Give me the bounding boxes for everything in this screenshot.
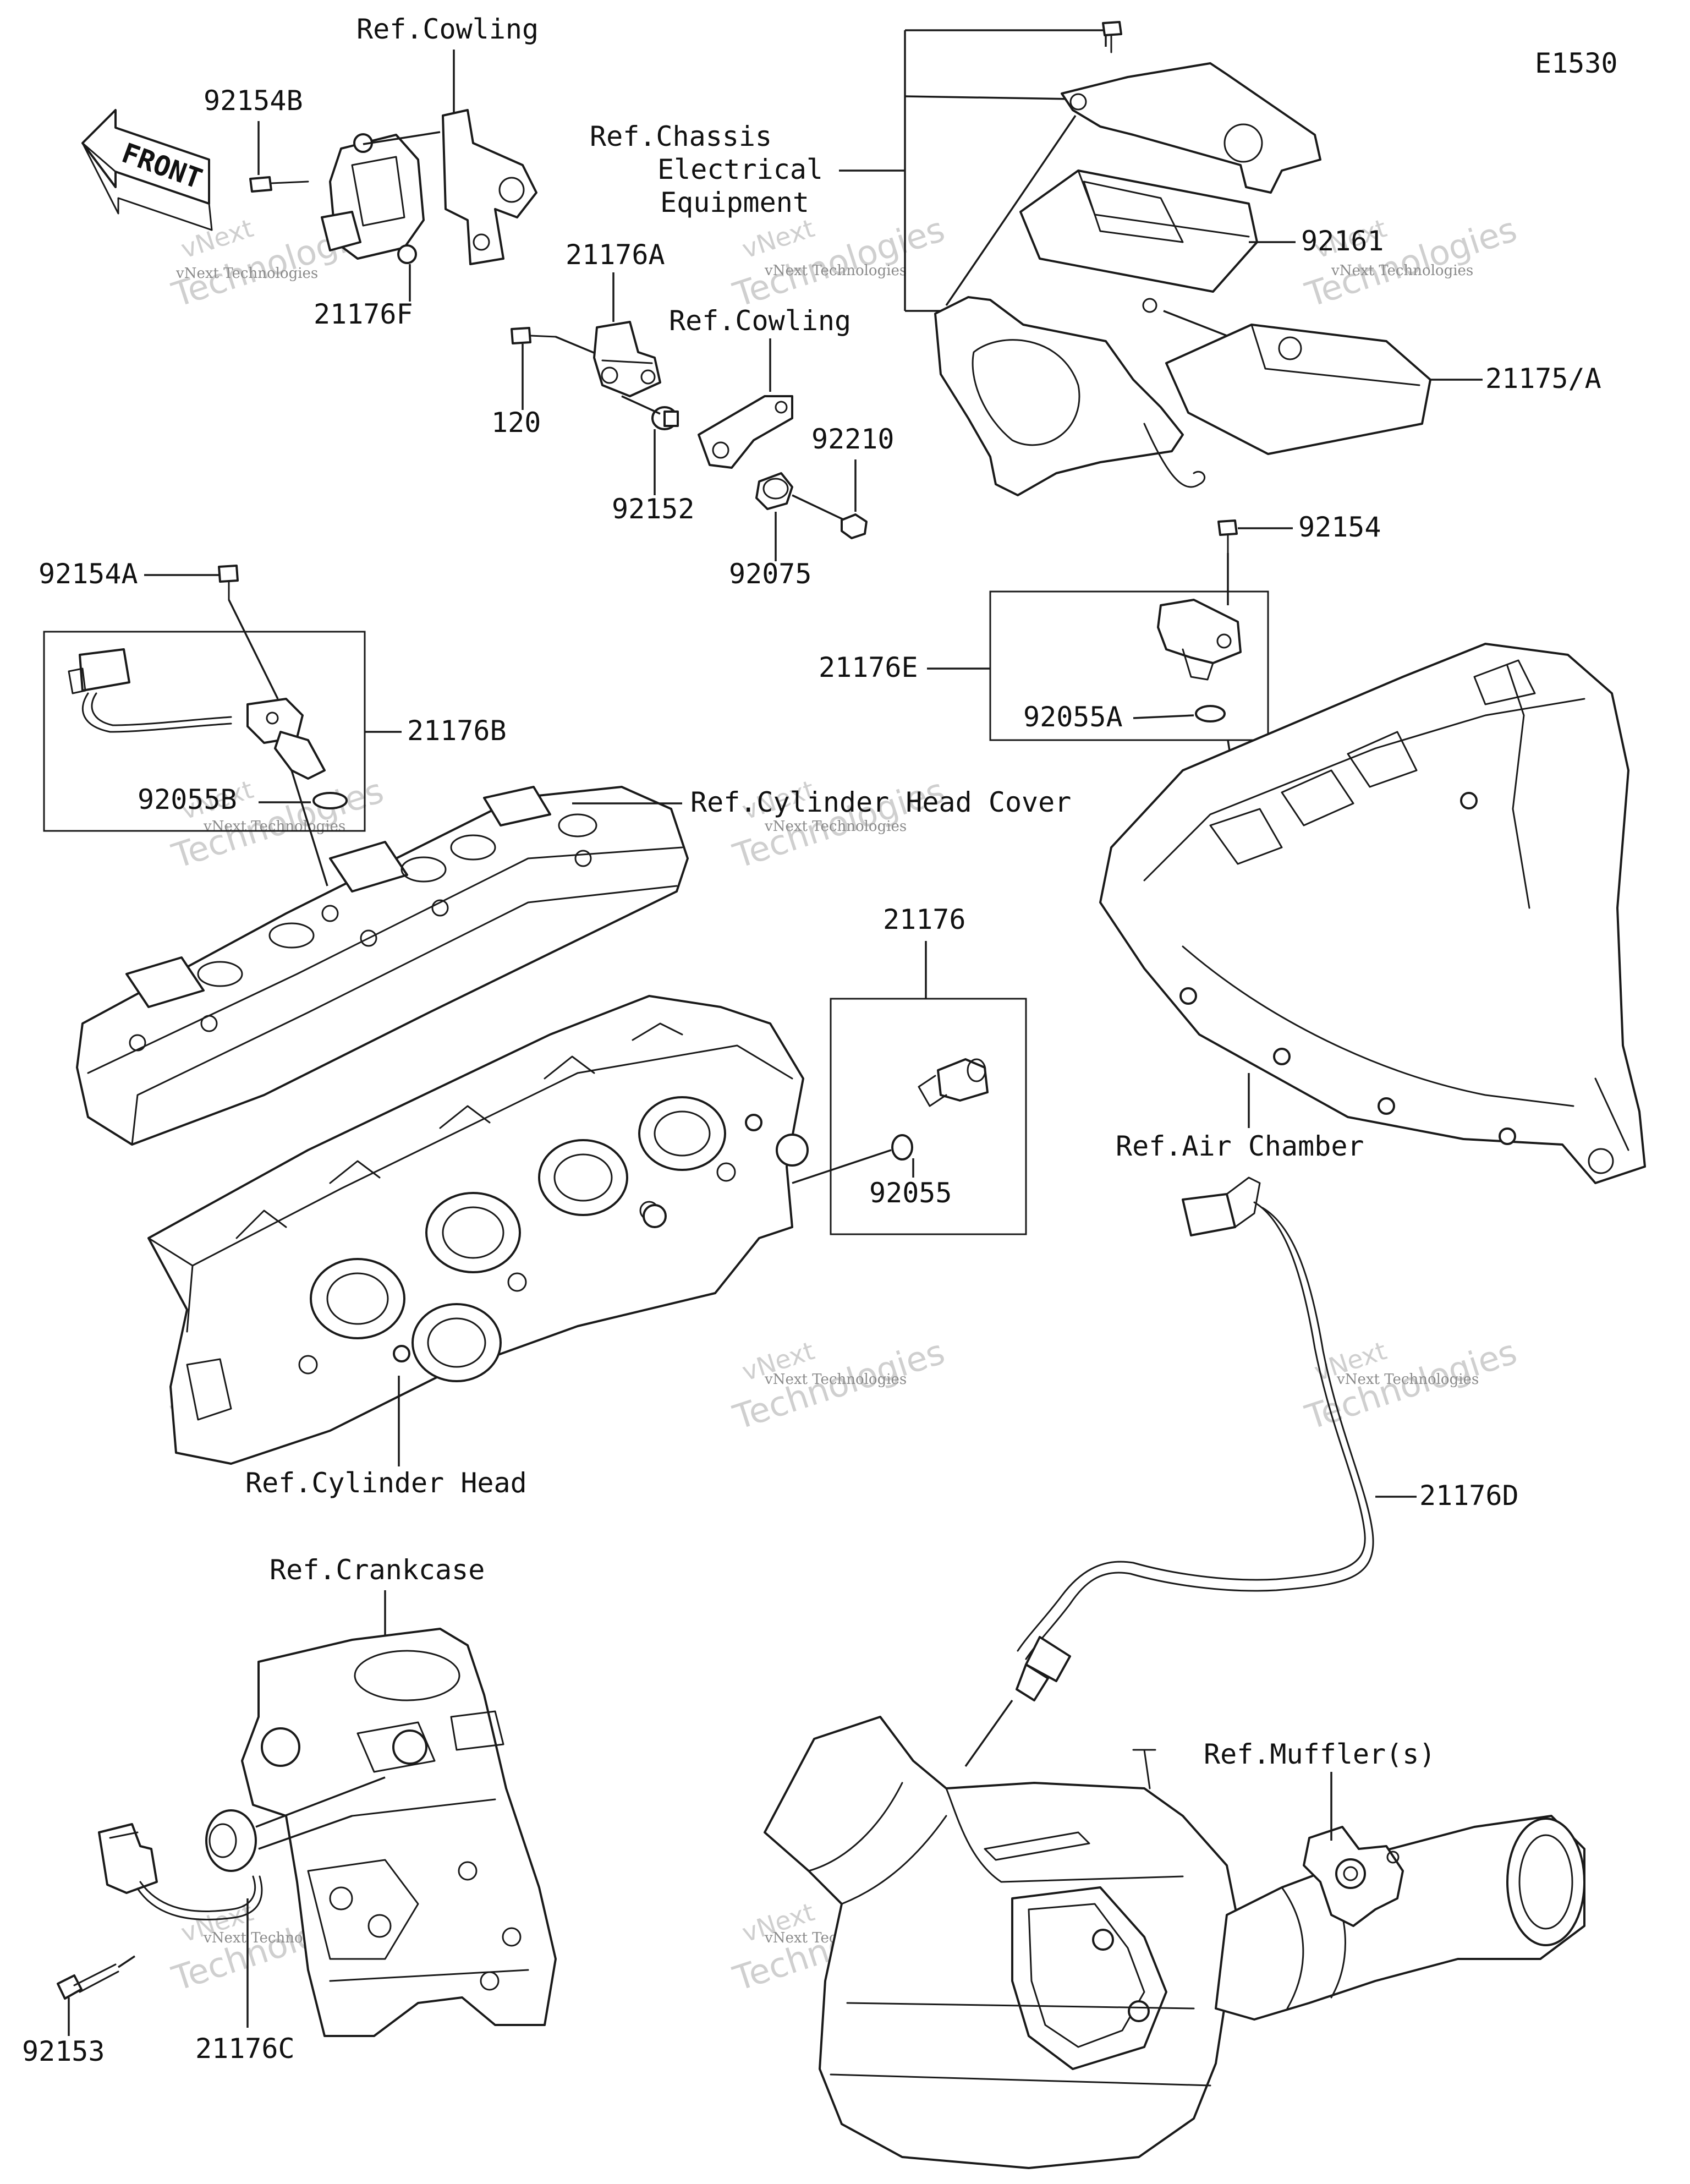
label-92210: 92210: [811, 423, 895, 455]
label-92154B: 92154B: [204, 85, 303, 117]
label-92154A: 92154A: [39, 558, 138, 590]
ecu-92161: [1019, 169, 1258, 293]
cylinder-head-cover: [76, 786, 689, 1146]
label-21176F: 21176F: [314, 298, 413, 330]
sensor-probe-21176D: [1016, 1636, 1071, 1701]
cowling-bracket-mid: [698, 395, 793, 469]
label-92055: 92055: [869, 1177, 952, 1209]
label-92075: 92075: [729, 558, 812, 590]
cowling-bracket-top: [442, 109, 537, 265]
nut-92210: [841, 513, 868, 539]
svg-text:vNext Technologies: vNext Technologies: [764, 1371, 907, 1388]
bolt-92153: [57, 1963, 119, 2000]
sensor-21176E: [1157, 599, 1242, 681]
svg-text:vNext Technologies: vNext Technologies: [1331, 262, 1473, 279]
front-arrow-icon: FRONT: [81, 109, 213, 231]
label-21176A: 21176A: [566, 239, 665, 271]
ref-chassis-line3: Equipment: [660, 187, 809, 218]
air-chamber: [1099, 643, 1646, 1184]
crankcase: [241, 1628, 557, 2037]
label-21176D: 21176D: [1419, 1480, 1519, 1512]
ref-crankcase: Ref.Crankcase: [270, 1554, 485, 1586]
chassis-lower-bracket: [934, 296, 1206, 496]
grommet-92075: [755, 472, 793, 510]
chassis-upper-bracket: [1061, 62, 1321, 194]
label-120: 120: [491, 407, 541, 439]
ref-chassis-line2: Electrical: [657, 154, 823, 185]
label-92161: 92161: [1301, 225, 1384, 257]
bolt-92154A: [218, 565, 239, 601]
ref-air-chamber: Ref.Air Chamber: [1116, 1130, 1364, 1162]
muffler-outlet: [1215, 1815, 1585, 2021]
diagram-id: E1530: [1535, 47, 1618, 79]
collar-92152: [651, 406, 679, 430]
svg-text:vNext Technologies: vNext Technologies: [1336, 1371, 1479, 1388]
bolt-120: [511, 327, 557, 344]
ref-cowling-top: Ref.Cowling: [356, 13, 539, 45]
label-92154: 92154: [1298, 511, 1381, 543]
sensor-21176B: [68, 648, 326, 780]
label-21176E: 21176E: [819, 652, 918, 683]
label-92152: 92152: [612, 493, 695, 525]
label-92153: 92153: [22, 2035, 105, 2067]
ecu-tray-21175A: [1165, 324, 1431, 455]
cylinder-head: [147, 995, 809, 1465]
oring-92055: [891, 1134, 913, 1161]
sensor-21176C: [98, 1809, 263, 1920]
svg-text:vNext Technologies: vNext Technologies: [764, 262, 907, 279]
clamp-bracket: [1303, 1826, 1404, 1927]
svg-text:vNext Technologies: vNext Technologies: [175, 265, 318, 282]
oring-92055B: [312, 792, 348, 809]
label-92055A: 92055A: [1023, 701, 1123, 733]
sensor-21176: [918, 1058, 989, 1107]
ref-cylinder-head-cover: Ref.Cylinder Head Cover: [690, 786, 1071, 818]
ref-mufflers: Ref.Muffler(s): [1204, 1738, 1435, 1770]
label-21176: 21176: [883, 904, 966, 935]
oring-92055A: [1195, 705, 1226, 722]
sensor-21176A: [593, 321, 661, 397]
label-21175A: 21175/A: [1485, 363, 1601, 395]
watermark-8: vNext Technologies vNext Technologies: [728, 1332, 949, 1438]
watermark-2: vNext Technologies vNext Technologies: [728, 209, 949, 315]
svg-text:vNext Technologies: vNext Technologies: [203, 818, 345, 835]
label-21176C: 21176C: [195, 2033, 295, 2065]
muffler: [764, 1716, 1239, 2169]
ref-cowling-mid: Ref.Cowling: [669, 305, 851, 337]
box-21176E: [989, 590, 1269, 741]
label-21176B: 21176B: [407, 715, 507, 747]
bolt-92154: [1217, 519, 1238, 554]
bolt-92154B: [249, 176, 309, 193]
ref-cylinder-head: Ref.Cylinder Head: [245, 1467, 527, 1499]
svg-text:vNext Technologies: vNext Technologies: [764, 818, 907, 835]
connector-21176D: [1182, 1176, 1261, 1236]
box-21176: [830, 998, 1027, 1235]
ref-chassis-line1: Ref.Chassis: [590, 121, 772, 152]
sensor-21176F: [321, 133, 425, 264]
label-92055B: 92055B: [138, 784, 237, 815]
bolt-chassis-top: [1102, 21, 1122, 53]
